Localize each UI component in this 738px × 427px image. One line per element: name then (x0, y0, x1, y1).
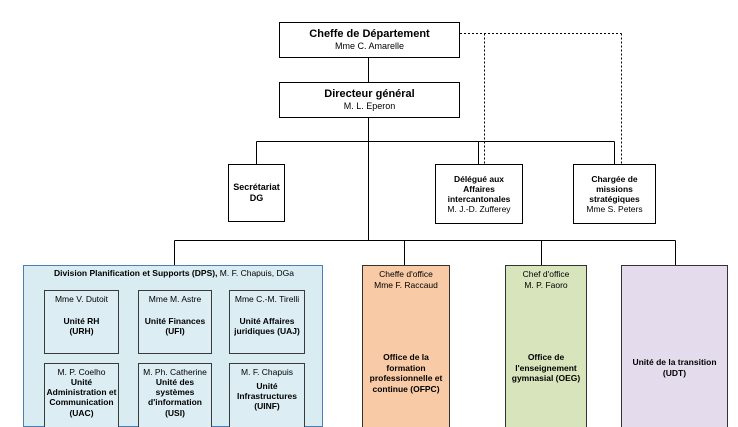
udt-name: Unité de la transition (UDT) (624, 357, 725, 378)
oeg-name-line3: gymnasial (OEG) (511, 373, 581, 384)
oeg-name: Office de l'enseignement gymnasial (OEG) (508, 352, 584, 384)
unit-head: Mme V. Dutoit (54, 294, 109, 304)
unit-name-line: Administration et (46, 387, 117, 398)
delegate-title-line1: Délégué aux (453, 173, 505, 184)
secretariat-title-line1: Secrétariat (233, 182, 280, 193)
unit-name-line: juridiques (UAJ) (234, 326, 300, 337)
missions-title-line3: stratégiques (589, 194, 640, 204)
dps-division-title: Division Planification et Supports (DPS)… (24, 268, 324, 278)
unit-name-line: systèmes (155, 387, 195, 398)
dps-title-bold: Division Planification et Supports (DPS)… (54, 268, 218, 278)
office-box-udt: Unité de la transition (UDT) (621, 265, 728, 427)
unit-name-line: (USI) (165, 407, 185, 418)
missions-person: Mme S. Peters (586, 204, 643, 215)
ofpc-head-line1: Cheffe d'office (379, 269, 433, 279)
unit-name-line: Unité (256, 381, 278, 391)
oeg-head: Chef d'office M. P. Faoro (506, 269, 586, 290)
ofpc-name-line1: Office de la formation (383, 352, 429, 373)
missions-title-line2: missions (596, 183, 633, 194)
director-general-box: Directeur général M. L. Eperon (279, 82, 460, 118)
office-box-oeg: Chef d'office M. P. Faoro Office de l'en… (505, 265, 587, 427)
missions-title-line1: Chargée de (591, 173, 638, 184)
ofpc-head: Cheffe d'office Mme F. Raccaud (363, 269, 449, 290)
director-general-person: M. L. Eperon (343, 101, 396, 112)
udt-name-line1: Unité de la transition (632, 357, 717, 367)
ofpc-name: Office de la formation professionnelle e… (365, 352, 447, 395)
delegate-person: M. J.-D. Zufferey (447, 204, 511, 215)
unit-name-line: (URH) (69, 326, 94, 337)
dps-title-rest: M. F. Chapuis, DGa (217, 268, 294, 278)
oeg-name-line1: Office de (527, 352, 565, 362)
ofpc-name-line2: professionnelle et (369, 373, 443, 384)
oeg-name-line2: l'enseignement (515, 362, 577, 373)
unit-box-uinf: M. F. Chapuis Unité Infrastructures (UIN… (229, 363, 305, 427)
dps-division-box: Division Planification et Supports (DPS)… (23, 265, 323, 427)
unit-name-line: Communication (49, 397, 114, 408)
director-general-title: Directeur général (324, 88, 415, 100)
unit-name-line: (UINF) (254, 401, 280, 412)
office-box-ofpc: Cheffe d'office Mme F. Raccaud Office de… (362, 265, 450, 427)
unit-box-usi: M. Ph. Catherine Unité des systèmes d'in… (138, 363, 212, 427)
unit-name-line: (UFI) (165, 326, 185, 337)
unit-name-line: Infrastructures (237, 391, 297, 402)
unit-name-line: Unité RH (63, 316, 100, 326)
unit-head: M. F. Chapuis (241, 367, 293, 377)
department-head-person: Mme C. Amarelle (334, 41, 405, 52)
strategic-missions-box: Chargée de missions stratégiques Mme S. … (573, 164, 656, 224)
oeg-head-line1: Chef d'office (522, 269, 570, 279)
unit-name-line: Unité des (155, 377, 195, 387)
secretariat-box: Secrétariat DG (228, 164, 285, 222)
delegate-title-line3: intercantonales (447, 194, 511, 204)
unit-name-line: (UAC) (69, 407, 94, 418)
unit-box-urh: Mme V. Dutoit Unité RH (URH) (44, 290, 119, 354)
unit-box-ufi: Mme M. Astre Unité Finances (UFI) (138, 290, 212, 354)
department-head-title: Cheffe de Département (309, 28, 430, 40)
unit-head: Mme C.-M. Tirelli (234, 294, 300, 304)
unit-head: M. P. Coelho (57, 367, 106, 377)
unit-box-uac: M. P. Coelho Unité Administration et Com… (44, 363, 119, 427)
secretariat-title-line2: DG (249, 193, 264, 203)
delegate-box: Délégué aux Affaires intercantonales M. … (435, 164, 523, 224)
unit-name-line: d'information (148, 397, 202, 408)
unit-head: Mme M. Astre (148, 294, 202, 304)
udt-name-line2: (UDT) (662, 367, 687, 378)
department-head-box: Cheffe de Département Mme C. Amarelle (279, 22, 460, 58)
oeg-head-line2: M. P. Faoro (524, 279, 568, 290)
unit-name-line: Unité Finances (144, 316, 206, 326)
ofpc-head-line2: Mme F. Raccaud (374, 279, 438, 290)
unit-box-uaj: Mme C.-M. Tirelli Unité Affaires juridiq… (229, 290, 305, 354)
unit-name-line: Unité Affaires (239, 316, 295, 326)
unit-name-line: Unité (70, 377, 93, 387)
unit-head: M. Ph. Catherine (143, 367, 207, 377)
ofpc-name-line3: continue (OFPC) (372, 383, 440, 394)
delegate-title-line2: Affaires (463, 183, 495, 194)
